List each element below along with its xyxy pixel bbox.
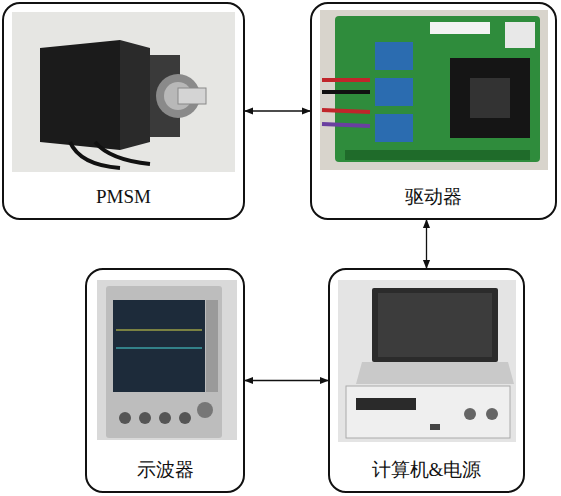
- oscilloscope-photo: [97, 280, 237, 440]
- photo-box: 示波器: [85, 268, 245, 493]
- box-caption: 示波器: [87, 459, 243, 482]
- box-caption: 驱动器: [312, 186, 555, 209]
- computer-photo: [338, 280, 516, 442]
- driver-photo: [320, 10, 548, 170]
- double-arrow: [426, 220, 427, 268]
- box-caption: 计算机&电源: [330, 459, 523, 482]
- photo-box: 驱动器: [310, 2, 557, 220]
- motor-photo: [12, 12, 235, 172]
- double-arrow: [245, 110, 310, 111]
- photo-box: 计算机&电源: [328, 268, 525, 493]
- photo-box: PMSM: [2, 2, 245, 220]
- box-caption: PMSM: [4, 186, 243, 209]
- double-arrow: [245, 380, 328, 381]
